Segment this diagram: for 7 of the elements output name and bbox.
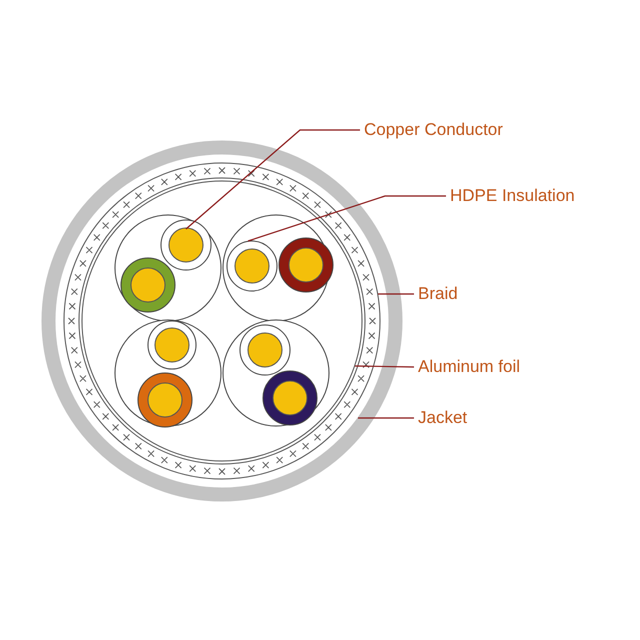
callout-label: HDPE Insulation [450,186,575,206]
leader-line [186,129,360,230]
callout-label: Copper Conductor [364,120,503,140]
callout-label: Jacket [418,408,468,428]
callout-label: Aluminum foil [418,357,520,377]
callout-label: Braid [418,284,458,304]
leader-line [358,417,414,419]
